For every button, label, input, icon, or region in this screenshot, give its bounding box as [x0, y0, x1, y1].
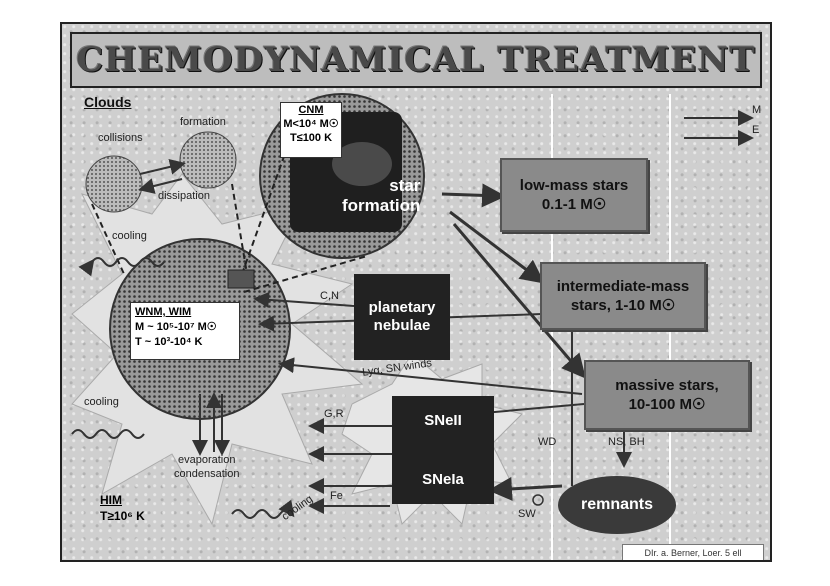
- intermediate-mass-line1: intermediate-mass: [556, 278, 690, 295]
- cnm-temp: T≤100 K: [289, 132, 333, 144]
- supernovae-box: SNeII SNeIa: [392, 396, 494, 504]
- planetary-nebulae-line2: nebulae: [373, 317, 431, 334]
- flow-label-fe: Fe: [330, 490, 343, 502]
- formation-label: formation: [180, 116, 226, 128]
- him-name: HIM: [100, 493, 122, 507]
- low-mass-stars-box: low-mass stars 0.1-1 M☉: [500, 158, 648, 232]
- page-title: CHEMODYNAMICAL TREATMENT: [76, 40, 756, 80]
- diagram-frame: CHEMODYNAMICAL TREATMENT: [60, 22, 772, 562]
- flow-label-ns-bh: NS, BH: [608, 436, 645, 448]
- massive-line2: 10-100 M☉: [628, 396, 706, 413]
- planetary-nebulae-line1: planetary: [368, 299, 436, 316]
- cooling-wave-bottom: [231, 499, 295, 519]
- cooling-label-top: cooling: [112, 230, 147, 242]
- flow-label-wd: WD: [538, 436, 557, 448]
- him-temp: T≥10⁶ K: [100, 509, 145, 523]
- title-bar: CHEMODYNAMICAL TREATMENT: [70, 32, 762, 88]
- him-info: HIM T≥10⁶ K: [100, 492, 145, 524]
- snela-label: SNeIa: [422, 471, 464, 488]
- cooling-wave-top: [78, 257, 165, 277]
- wnm-info-box: WNM, WIM M ~ 10⁵-10⁷ M☉ T ~ 10³-10⁴ K: [130, 302, 240, 360]
- wnm-mass: M ~ 10⁵-10⁷ M☉: [135, 321, 217, 333]
- collisions-label: collisions: [98, 132, 143, 144]
- flow-label-gr: G,R: [324, 408, 344, 420]
- massive-stars-box: massive stars, 10-100 M☉: [584, 360, 750, 430]
- wnm-name: WNM, WIM: [135, 306, 192, 318]
- evaporation-label: evaporation: [178, 454, 236, 466]
- low-mass-line1: low-mass stars: [519, 177, 629, 194]
- star-formation-line2: formation: [342, 196, 421, 215]
- cnm-mass: M<10⁴ M☉: [283, 118, 339, 130]
- remnants-ellipse: remnants: [558, 476, 676, 534]
- wnm-temp: T ~ 10³-10⁴ K: [135, 336, 203, 348]
- flow-label-cn: C,N: [320, 290, 339, 302]
- star-formation-label: star formation: [342, 176, 420, 216]
- dissipation-label: dissipation: [158, 190, 210, 202]
- cooling-label-left: cooling: [84, 396, 119, 408]
- intermediate-mass-line2: stars, 1-10 M☉: [570, 297, 676, 314]
- clouds-label: Clouds: [84, 94, 132, 110]
- planetary-nebulae-box: planetary nebulae: [354, 274, 450, 360]
- cloud-small-left: [85, 155, 143, 213]
- flow-label-sw: SW: [518, 508, 536, 520]
- legend-e-label: E: [752, 124, 760, 136]
- legend-m-label: M: [752, 104, 762, 116]
- credit-label: DIr. a. Berner, Loer. 5 ell: [622, 544, 764, 560]
- intermediate-mass-stars-box: intermediate-mass stars, 1-10 M☉: [540, 262, 706, 330]
- cloud-small-right: [179, 131, 237, 189]
- cnm-name: CNM: [298, 104, 324, 116]
- low-mass-line2: 0.1-1 M☉: [541, 196, 607, 213]
- snell-label: SNeII: [424, 412, 462, 429]
- condensation-label: condensation: [174, 468, 240, 480]
- cnm-info-box: CNM M<10⁴ M☉ T≤100 K: [280, 102, 342, 158]
- star-formation-line1: star: [389, 176, 421, 195]
- cooling-wave-left: [71, 429, 145, 439]
- massive-line1: massive stars,: [615, 377, 719, 394]
